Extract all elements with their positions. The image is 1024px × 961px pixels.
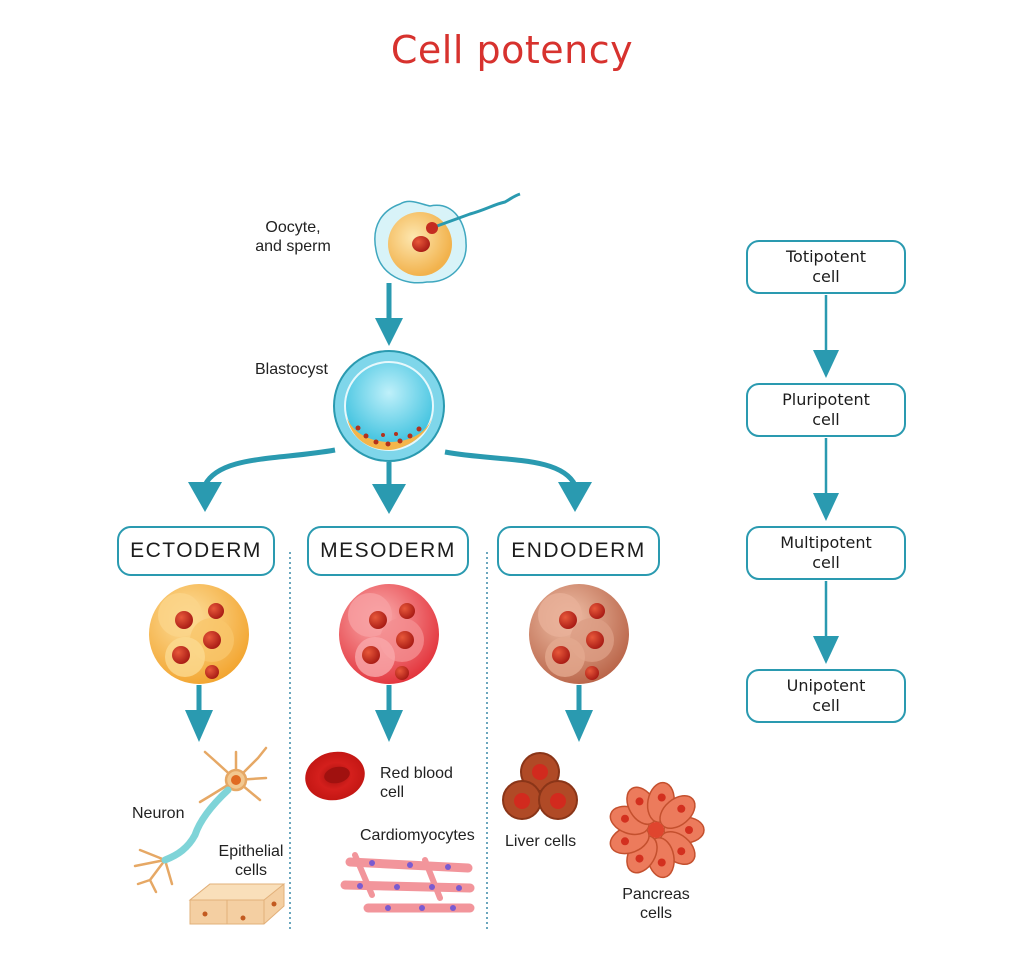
ectoderm-cluster bbox=[149, 584, 249, 684]
arrow-head-mesoderm bbox=[372, 484, 406, 514]
germ-layer-endoderm: ENDODERM bbox=[497, 526, 660, 576]
arrow-pluri-to-multi bbox=[813, 438, 839, 521]
pancreas-cell-nucleus bbox=[685, 826, 693, 834]
endoderm-cluster bbox=[529, 584, 629, 684]
germ-layer-mesoderm: MESODERM bbox=[307, 526, 469, 576]
cardiomyocytes-label: Cardiomyocytes bbox=[360, 827, 475, 844]
pancreas-label-line1: Pancreas bbox=[622, 886, 690, 903]
arrow-zygote-to-blastocyst bbox=[375, 283, 403, 346]
pancreas-lumen bbox=[648, 822, 664, 838]
pancreas-cell-nucleus bbox=[657, 793, 666, 802]
pancreas-cells-illustration bbox=[609, 781, 705, 879]
pancreas-cell-nucleus bbox=[620, 814, 629, 823]
diagram-title: Cell potency bbox=[390, 28, 634, 72]
zygote-label-line1: Oocyte, bbox=[265, 219, 321, 236]
arrow-head-endoderm bbox=[558, 482, 592, 512]
potency-label-line2: cell bbox=[812, 696, 840, 715]
pancreas-cell-nucleus bbox=[677, 847, 686, 856]
oocyte-nucleus bbox=[412, 236, 430, 252]
liver-cells-illustration bbox=[502, 752, 578, 820]
epithelial-label-line2: cells bbox=[234, 862, 267, 879]
arrow-endoderm-to-cells bbox=[565, 685, 593, 742]
potency-label-line1: Pluripotent bbox=[782, 390, 870, 409]
pancreas-cell-nucleus bbox=[635, 797, 644, 806]
potency-label-line2: cell bbox=[812, 410, 840, 429]
red-blood-cell-label-line1: Red blood bbox=[380, 765, 453, 782]
red-blood-cell-label: Red blood cell bbox=[380, 764, 453, 802]
pancreas-cell-nucleus bbox=[657, 858, 666, 867]
potency-label-line2: cell bbox=[812, 553, 840, 572]
pancreas-cell-nucleus bbox=[677, 804, 686, 813]
germ-layer-ectoderm: ECTODERM bbox=[117, 526, 275, 576]
epithelial-label-line1: Epithelial bbox=[218, 843, 284, 860]
arrow-multi-to-uni bbox=[813, 581, 839, 664]
neuron-label: Neuron bbox=[132, 805, 185, 822]
arrow-toti-to-pluri bbox=[813, 295, 839, 378]
oocyte-sperm-illustration bbox=[374, 192, 521, 284]
cardiomyocytes-illustration bbox=[340, 852, 475, 913]
blastocyst-label: Blastocyst bbox=[255, 361, 328, 378]
zygote-label: Oocyte, and sperm bbox=[248, 218, 338, 256]
sperm-head bbox=[426, 222, 438, 234]
potency-label-line1: Unipotent bbox=[786, 676, 866, 695]
red-blood-cell-label-line2: cell bbox=[380, 784, 405, 801]
mesoderm-cluster bbox=[339, 584, 439, 684]
potency-label-line1: Totipotent bbox=[785, 247, 867, 266]
cardiomyocyte-nuclei bbox=[357, 860, 462, 911]
zygote-label-line2: and sperm bbox=[255, 238, 331, 255]
epithelial-cells-illustration bbox=[188, 883, 286, 925]
pancreas-cells-label: Pancreas cells bbox=[614, 885, 698, 923]
red-blood-cell-illustration bbox=[305, 751, 365, 801]
pancreas-cell-nucleus bbox=[620, 837, 629, 846]
blastocyst-illustration bbox=[333, 350, 445, 462]
liver-cells-label: Liver cells bbox=[505, 833, 577, 850]
pancreas-label-line2: cells bbox=[639, 905, 672, 922]
epithelial-label: Epithelial cells bbox=[212, 842, 290, 880]
potency-label-line1: Multipotent bbox=[780, 533, 872, 552]
arrow-head-ectoderm bbox=[188, 482, 222, 512]
neuron-illustration bbox=[133, 746, 268, 894]
sperm-tail bbox=[436, 192, 521, 228]
potency-label-line2: cell bbox=[812, 267, 840, 286]
pancreas-cell-nucleus bbox=[635, 854, 644, 863]
arrow-mesoderm-to-cells bbox=[375, 685, 403, 742]
arrow-ectoderm-to-cells bbox=[185, 685, 213, 742]
